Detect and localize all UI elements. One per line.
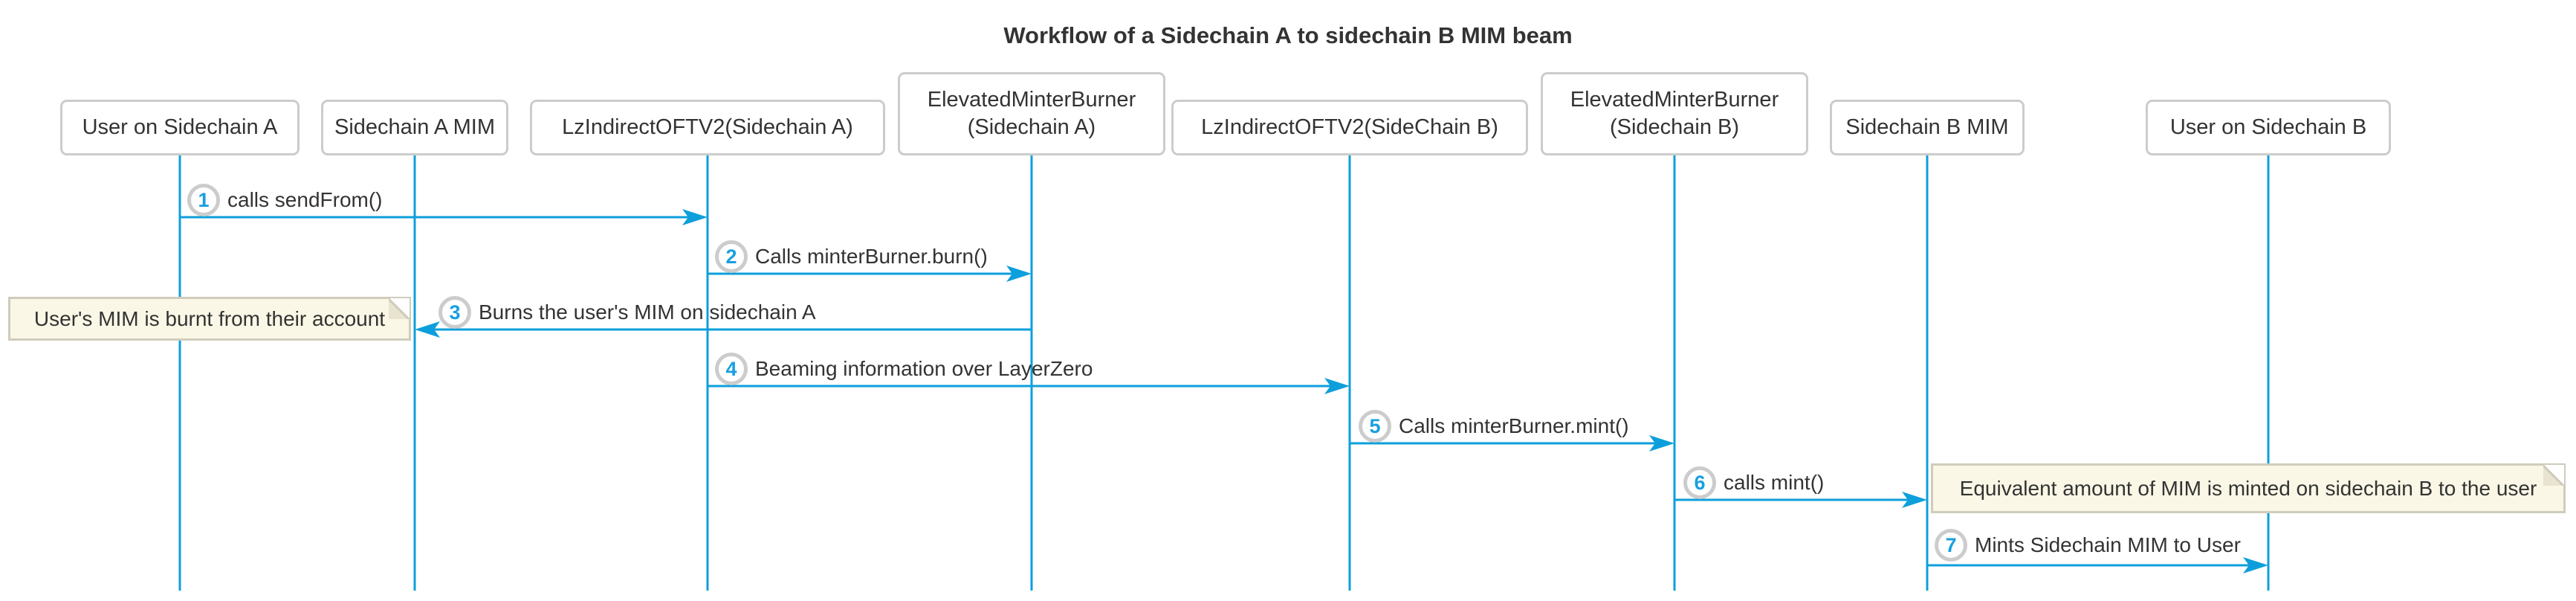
message-1: 1 calls sendFrom() <box>187 183 382 217</box>
message-number-badge: 5 <box>1359 410 1391 443</box>
message-5: 5 Calls minterBurner.mint() <box>1359 409 1629 443</box>
message-text: calls sendFrom() <box>227 188 383 211</box>
participant-label: LzIndirectOFTV2(SideChain B) <box>1201 115 1498 139</box>
message-text: Beaming information over LayerZero <box>755 357 1093 380</box>
message-number-badge: 3 <box>438 296 471 329</box>
participant-sidechain-b-mim: Sidechain B MIM <box>1830 100 2025 155</box>
participant-label: Sidechain B MIM <box>1845 115 2009 139</box>
message-number-badge: 4 <box>715 353 748 385</box>
message-number-badge: 7 <box>1935 529 1967 562</box>
arrowhead-5 <box>1649 435 1674 451</box>
participant-user-on-sidechain-a: User on Sidechain A <box>60 100 300 155</box>
arrowhead-7 <box>2243 557 2268 573</box>
arrowhead-3 <box>415 321 440 338</box>
diagram-title: Workflow of a Sidechain A to sidechain B… <box>1003 22 1573 48</box>
note-folded-corner <box>2543 465 2564 486</box>
participant-lzindirectoftv2-sidechain-b: LzIndirectOFTV2(SideChain B) <box>1171 100 1528 155</box>
message-text: Mints Sidechain MIM to User <box>1975 533 2241 556</box>
participant-label: Sidechain A MIM <box>334 115 495 139</box>
participant-lzindirectoftv2-sidechain-a: LzIndirectOFTV2(Sidechain A) <box>530 100 885 155</box>
arrowhead-4 <box>1324 378 1350 394</box>
participant-label: ElevatedMinterBurner (Sidechain B) <box>1570 88 1779 139</box>
note-mim-minted: Equivalent amount of MIM is minted on si… <box>1931 463 2566 513</box>
participant-label: ElevatedMinterBurner (Sidechain A) <box>927 88 1136 139</box>
message-6: 6 calls mint() <box>1683 466 1824 500</box>
message-text: calls mint() <box>1724 471 1825 494</box>
note-mim-burnt: User's MIM is burnt from their account <box>8 297 411 341</box>
arrowhead-1 <box>682 209 708 225</box>
participant-label: LzIndirectOFTV2(Sidechain A) <box>562 115 853 139</box>
message-2: 2 Calls minterBurner.burn() <box>715 240 988 274</box>
message-text: Calls minterBurner.burn() <box>755 245 988 268</box>
message-number-badge: 1 <box>187 184 220 216</box>
participant-label: User on Sidechain B <box>2169 115 2367 139</box>
message-text: Calls minterBurner.mint() <box>1399 414 1629 437</box>
message-number-badge: 2 <box>715 240 748 273</box>
message-3: 3 Burns the user's MIM on sidechain A <box>438 295 816 330</box>
participant-elevatedminterburner-sidechain-b: ElevatedMinterBurner (Sidechain B) <box>1541 72 1808 155</box>
participant-label: User on Sidechain A <box>82 115 278 139</box>
message-number-badge: 6 <box>1683 466 1716 499</box>
arrowhead-6 <box>1902 492 1927 508</box>
note-text: Equivalent amount of MIM is minted on si… <box>1959 476 2537 500</box>
participant-sidechain-a-mim: Sidechain A MIM <box>321 100 508 155</box>
participant-user-on-sidechain-b: User on Sidechain B <box>2146 100 2391 155</box>
message-text: Burns the user's MIM on sidechain A <box>479 300 816 324</box>
participant-elevatedminterburner-sidechain-a: ElevatedMinterBurner (Sidechain A) <box>898 72 1165 155</box>
message-7: 7 Mints Sidechain MIM to User <box>1935 528 2241 562</box>
message-4: 4 Beaming information over LayerZero <box>715 352 1093 386</box>
note-folded-corner <box>389 298 410 319</box>
arrowhead-2 <box>1006 266 1032 282</box>
note-text: User's MIM is burnt from their account <box>33 306 386 330</box>
